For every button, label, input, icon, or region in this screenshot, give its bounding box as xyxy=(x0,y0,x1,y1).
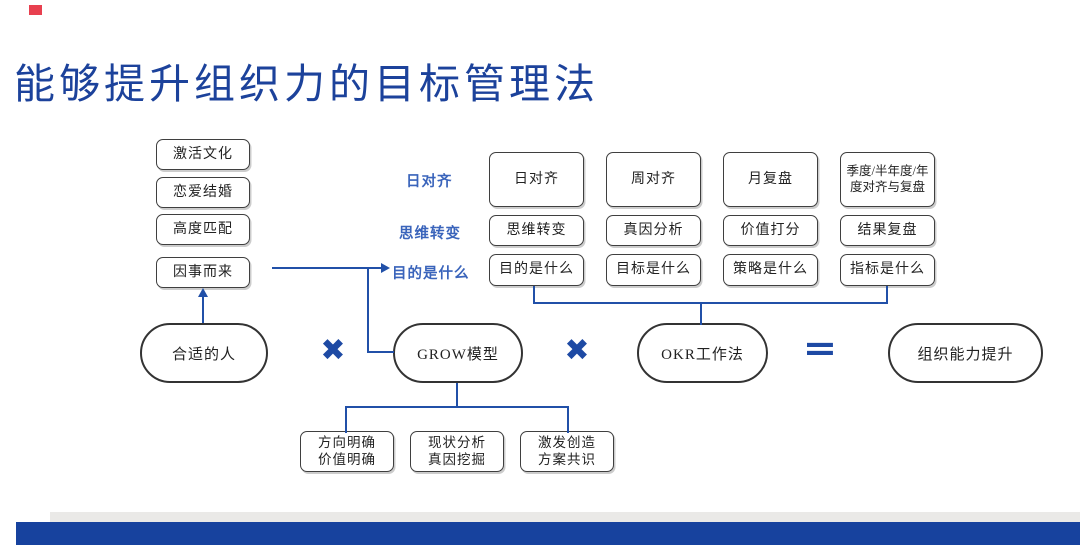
matrix-box-r1c3: 月复盘 xyxy=(723,152,818,207)
node-right-people: 合适的人 xyxy=(140,323,268,383)
node-okr-method: OKR工作法 xyxy=(637,323,768,383)
side-label-daily-align: 日对齐 xyxy=(406,174,453,190)
node-org-capability: 组织能力提升 xyxy=(888,323,1043,383)
okr-bracket-right-stub xyxy=(886,286,888,304)
arrowhead-to-purpose-label xyxy=(381,263,390,273)
grow-child-2-line1: 现状分析 xyxy=(428,434,486,450)
grow-child-box-3: 激发创造 方案共识 xyxy=(520,431,614,472)
grow-bracket-right-drop xyxy=(567,406,569,433)
page-title: 能够提升组织力的目标管理法 xyxy=(14,61,599,107)
grow-bracket-horizontal xyxy=(345,406,569,408)
grow-child-2-line2: 真因挖掘 xyxy=(428,451,486,467)
left-chain-box-3: 高度匹配 xyxy=(156,214,250,245)
matrix-box-r1c4: 季度/半年度/年度对齐与复盘 xyxy=(840,152,935,207)
matrix-box-r3c3: 策略是什么 xyxy=(723,254,818,286)
side-label-what-purpose: 目的是什么 xyxy=(392,266,470,282)
matrix-box-r2c4: 结果复盘 xyxy=(840,215,935,246)
matrix-box-r2c2: 真因分析 xyxy=(606,215,701,246)
matrix-box-r3c4: 指标是什么 xyxy=(840,254,935,286)
side-label-mindset-shift: 思维转变 xyxy=(399,226,461,242)
left-chain-box-2: 恋爱结婚 xyxy=(156,177,250,208)
matrix-box-r1c2: 周对齐 xyxy=(606,152,701,207)
matrix-box-r1c1: 日对齐 xyxy=(489,152,584,207)
connector-chain-to-purpose xyxy=(272,267,383,269)
connector-down-to-grow xyxy=(367,267,369,353)
grow-child-1-line1: 方向明确 xyxy=(318,434,376,450)
node-grow-model: GROW模型 xyxy=(393,323,523,383)
grow-child-box-1: 方向明确 价值明确 xyxy=(300,431,394,472)
footer-gray-bar xyxy=(50,512,1080,522)
grow-bracket-stem xyxy=(456,383,458,408)
footer-blue-bar xyxy=(16,522,1080,545)
okr-bracket-drop xyxy=(700,302,702,325)
grow-bracket-left-drop xyxy=(345,406,347,433)
matrix-box-r2c3: 价值打分 xyxy=(723,215,818,246)
connector-into-grow xyxy=(367,351,394,353)
left-chain-box-4: 因事而来 xyxy=(156,257,250,288)
okr-bracket-horizontal xyxy=(533,302,888,304)
connector-people-to-chain xyxy=(202,295,204,323)
equals-operator: = xyxy=(802,328,838,369)
matrix-box-r3c2: 目标是什么 xyxy=(606,254,701,286)
red-accent-mark xyxy=(29,5,42,15)
matrix-box-r3c1: 目的是什么 xyxy=(489,254,584,286)
arrowhead-up-to-chain xyxy=(198,288,208,297)
multiply-operator-2: ✖ xyxy=(564,333,590,368)
okr-bracket-left-stub xyxy=(533,286,535,304)
left-chain-box-1: 激活文化 xyxy=(156,139,250,170)
grow-child-3-line2: 方案共识 xyxy=(538,451,596,467)
grow-child-box-2: 现状分析 真因挖掘 xyxy=(410,431,504,472)
multiply-operator-1: ✖ xyxy=(320,333,346,368)
grow-child-3-line1: 激发创造 xyxy=(538,434,596,450)
matrix-box-r2c1: 思维转变 xyxy=(489,215,584,246)
grow-child-1-line2: 价值明确 xyxy=(318,451,376,467)
